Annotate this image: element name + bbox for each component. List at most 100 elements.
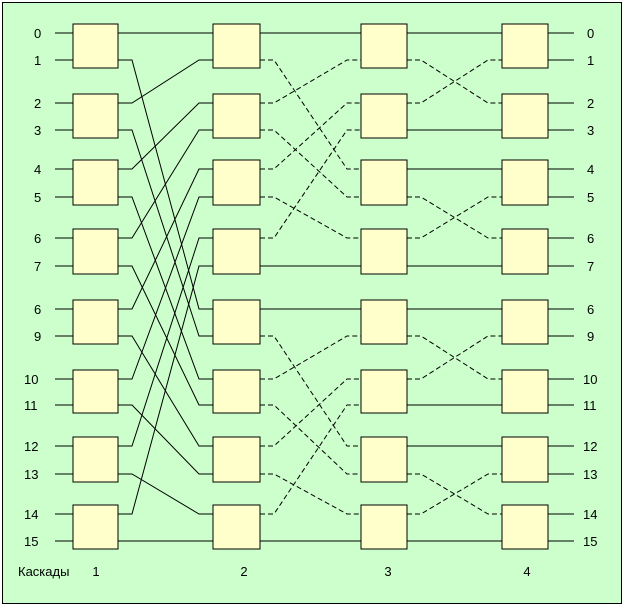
- stage-number: 2: [240, 564, 247, 579]
- stage-number: 4: [523, 564, 530, 579]
- input-label: 1: [34, 53, 41, 68]
- link-wire: [260, 129, 361, 198]
- link-wire: [260, 102, 361, 170]
- switch-box: [72, 228, 119, 275]
- output-label: 0: [587, 26, 594, 41]
- link-wire: [260, 473, 361, 515]
- link-wire: [260, 335, 361, 380]
- output-label: 14: [583, 507, 597, 522]
- switch-box: [501, 299, 549, 345]
- link-wire: [118, 129, 213, 337]
- link-wire: [118, 265, 213, 406]
- input-label: 0: [34, 26, 41, 41]
- switch-box: [360, 299, 408, 345]
- output-label: 5: [587, 190, 594, 205]
- input-label: 3: [34, 123, 41, 138]
- switch-box: [212, 228, 261, 275]
- stage-number: 3: [384, 564, 391, 579]
- switch-box: [501, 93, 549, 139]
- switch-box: [212, 504, 261, 550]
- input-label: 12: [24, 439, 38, 454]
- output-label: 7: [587, 259, 594, 274]
- switch-box: [72, 504, 119, 550]
- input-label: 2: [34, 96, 41, 111]
- switch-box: [212, 23, 261, 69]
- switch-box: [72, 23, 119, 69]
- switch-box: [72, 436, 119, 483]
- link-wire: [407, 59, 502, 104]
- output-label: 6: [587, 302, 594, 317]
- output-label: 3: [587, 123, 594, 138]
- switch-box: [72, 369, 119, 414]
- output-label: 10: [583, 372, 597, 387]
- input-label: 10: [24, 372, 38, 387]
- output-label: 12: [583, 439, 597, 454]
- link-wire: [407, 335, 502, 380]
- switch-box: [212, 436, 261, 483]
- input-label: 6: [34, 302, 41, 317]
- switch-box: [360, 93, 408, 139]
- input-label: 14: [24, 507, 38, 522]
- input-label: 5: [34, 190, 41, 205]
- switch-box: [72, 299, 119, 345]
- link-wire: [118, 237, 213, 447]
- link-wire: [118, 473, 213, 515]
- switch-box: [212, 93, 261, 139]
- link-wire: [407, 473, 502, 515]
- input-label: 15: [24, 534, 38, 549]
- input-label: 6: [34, 231, 41, 246]
- link-wire: [407, 335, 502, 380]
- switch-box: [360, 436, 408, 483]
- switch-box: [360, 369, 408, 414]
- input-label: 9: [34, 329, 41, 344]
- output-label: 15: [583, 534, 597, 549]
- link-wire: [260, 59, 361, 170]
- output-label: 1: [587, 53, 594, 68]
- output-label: 6: [587, 231, 594, 246]
- link-wire: [118, 265, 213, 515]
- link-wire: [260, 404, 361, 475]
- switch-box: [212, 369, 261, 414]
- switch-box: [360, 159, 408, 206]
- link-wire: [118, 129, 213, 239]
- link-wire: [260, 404, 361, 515]
- switch-box: [501, 228, 549, 275]
- input-label: 4: [34, 162, 41, 177]
- switch-box: [360, 23, 408, 69]
- switch-box: [72, 159, 119, 206]
- output-label: 11: [583, 398, 597, 413]
- switch-box: [501, 369, 549, 414]
- switch-box: [501, 159, 549, 206]
- input-label: 7: [34, 259, 41, 274]
- link-wire: [118, 59, 213, 104]
- input-label: 11: [24, 398, 38, 413]
- link-wire: [407, 473, 502, 515]
- stage-number: 1: [92, 564, 99, 579]
- link-wire: [260, 59, 361, 104]
- switch-box: [360, 504, 408, 550]
- link-wire: [260, 378, 361, 447]
- switch-box: [501, 436, 549, 483]
- link-wire: [118, 168, 213, 310]
- input-label: 13: [24, 467, 38, 482]
- link-wire: [260, 196, 361, 239]
- switch-box: [501, 504, 549, 550]
- link-wire: [118, 404, 213, 475]
- link-wire: [260, 335, 361, 447]
- output-label: 13: [583, 467, 597, 482]
- output-label: 2: [587, 96, 594, 111]
- switch-box: [212, 159, 261, 206]
- output-label: 9: [587, 329, 594, 344]
- link-wire: [407, 196, 502, 239]
- switch-box: [501, 23, 549, 69]
- switch-box: [72, 93, 119, 139]
- switch-box: [360, 228, 408, 275]
- link-wire: [407, 59, 502, 104]
- switch-box: [212, 299, 261, 345]
- link-wire: [407, 196, 502, 239]
- link-wire: [118, 196, 213, 380]
- link-wire: [118, 102, 213, 170]
- link-wire: [260, 129, 361, 239]
